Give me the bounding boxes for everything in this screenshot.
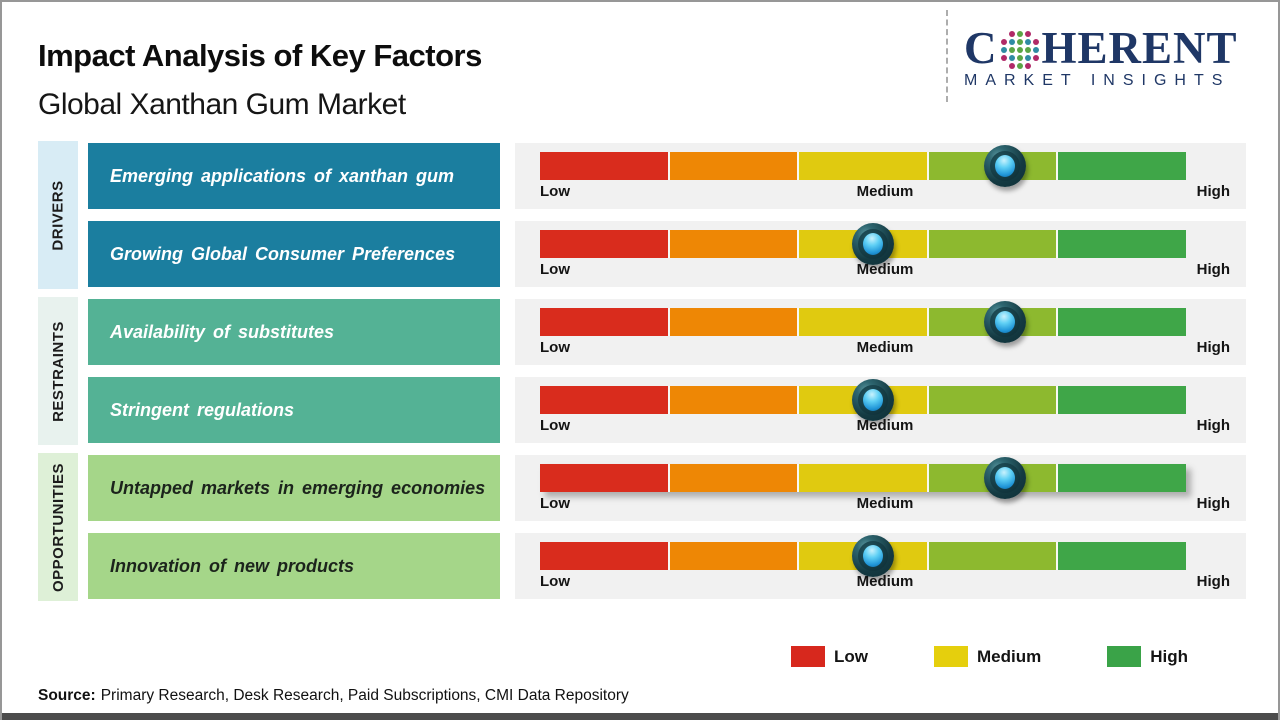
scale-label-medium: Medium xyxy=(856,573,914,590)
impact-scale-row: Low Medium High xyxy=(515,377,1246,443)
source-prefix: Source: xyxy=(38,687,96,704)
bar-segment xyxy=(928,230,1059,258)
impact-scale-row: Low Medium High xyxy=(515,533,1246,599)
impact-marker xyxy=(984,301,1027,343)
scale-label-medium: Medium xyxy=(856,183,914,200)
legend-label: Medium xyxy=(976,646,1042,666)
bar-segment xyxy=(669,542,800,570)
logo-letters-herent: HERENT xyxy=(1041,23,1238,73)
bottom-border-bar xyxy=(2,713,1278,720)
scale-label-high: High xyxy=(1196,261,1230,278)
scale-label-high: High xyxy=(1196,495,1230,512)
bar-segment xyxy=(928,386,1059,414)
logo-letter-c: C xyxy=(964,23,998,73)
bar-segment xyxy=(669,464,800,492)
scale-label-low: Low xyxy=(540,183,570,200)
source-text: Primary Research, Desk Research, Paid Su… xyxy=(100,687,629,704)
impact-scale-row: Low Medium High xyxy=(515,299,1246,365)
factor-box: Innovation of new products xyxy=(88,533,500,599)
legend-swatch xyxy=(933,646,968,667)
page-subtitle: Global Xanthan Gum Market xyxy=(38,88,406,121)
impact-gradient-bar xyxy=(540,308,1186,336)
impact-marker xyxy=(984,145,1027,187)
impact-marker xyxy=(851,535,894,577)
legend-item-high: High xyxy=(1107,646,1188,667)
legend-label: High xyxy=(1150,646,1188,666)
impact-scale-row: Low Medium High xyxy=(515,143,1246,209)
bar-segment xyxy=(540,464,670,492)
scale-label-medium: Medium xyxy=(856,339,914,356)
impact-gradient-bar xyxy=(540,152,1186,180)
bar-segment xyxy=(1058,542,1186,570)
factor-box: Untapped markets in emerging economies xyxy=(88,455,500,521)
bar-segment xyxy=(540,542,670,570)
scale-label-high: High xyxy=(1196,339,1230,356)
category-label-restraints: RESTRAINTS xyxy=(38,297,78,445)
bar-segment xyxy=(799,152,929,180)
logo-tagline: MARKET INSIGHTS xyxy=(964,72,1231,89)
bar-segment xyxy=(799,464,929,492)
scale-label-low: Low xyxy=(540,573,570,590)
logo-dots-icon xyxy=(1000,30,1039,69)
scale-label-medium: Medium xyxy=(856,495,914,512)
scale-label-medium: Medium xyxy=(856,261,914,278)
bar-segment xyxy=(799,308,929,336)
factor-box: Emerging applications of xanthan gum xyxy=(88,143,500,209)
scale-label-low: Low xyxy=(540,417,570,434)
legend-item-low: Low xyxy=(790,646,868,667)
impact-gradient-bar xyxy=(540,464,1186,492)
legend-swatch xyxy=(790,646,825,667)
impact-marker xyxy=(851,223,894,265)
scale-label-medium: Medium xyxy=(856,417,914,434)
page-title: Impact Analysis of Key Factors xyxy=(38,38,482,73)
bar-segment xyxy=(1058,230,1186,258)
legend-swatch xyxy=(1107,646,1142,667)
category-label-drivers: DRIVERS xyxy=(38,141,78,289)
legend: Low Medium High xyxy=(790,646,1188,667)
logo-wordmark: C HERENT xyxy=(964,26,1264,71)
legend-label: Low xyxy=(833,646,868,666)
bar-segment xyxy=(669,152,800,180)
bar-segment xyxy=(1058,152,1186,180)
scale-label-high: High xyxy=(1196,573,1230,590)
bar-segment xyxy=(540,152,670,180)
bar-segment xyxy=(669,386,800,414)
bar-segment xyxy=(1058,386,1186,414)
category-label-text: OPPORTUNITIES xyxy=(49,462,67,592)
logo-divider xyxy=(946,10,948,102)
scale-label-low: Low xyxy=(540,261,570,278)
category-label-text: DRIVERS xyxy=(49,179,67,251)
bar-segment xyxy=(540,386,670,414)
impact-gradient-bar xyxy=(540,386,1186,414)
impact-marker xyxy=(851,379,894,421)
bar-segment xyxy=(540,308,670,336)
bar-segment xyxy=(1058,308,1186,336)
scale-label-high: High xyxy=(1196,183,1230,200)
legend-item-medium: Medium xyxy=(933,646,1042,667)
scale-label-low: Low xyxy=(540,495,570,512)
bar-segment xyxy=(1058,464,1186,492)
bar-segment xyxy=(669,230,800,258)
scale-label-low: Low xyxy=(540,339,570,356)
factor-box: Stringent regulations xyxy=(88,377,500,443)
impact-scale-row: Low Medium High xyxy=(515,455,1246,521)
impact-scale-row: Low Medium High xyxy=(515,221,1246,287)
factor-box: Growing Global Consumer Preferences xyxy=(88,221,500,287)
category-label-text: RESTRAINTS xyxy=(49,320,67,422)
source-note: Source:Primary Research, Desk Research, … xyxy=(38,687,629,705)
bar-segment xyxy=(928,542,1059,570)
category-label-opportunities: OPPORTUNITIES xyxy=(38,453,78,601)
factor-box: Availability of substitutes xyxy=(88,299,500,365)
impact-chart: DRIVERS Emerging applications of xanthan … xyxy=(38,141,1248,607)
company-logo: C HERENT MARKET INSIGHTS xyxy=(964,26,1264,90)
impact-marker xyxy=(984,457,1027,499)
bar-segment xyxy=(669,308,800,336)
bar-segment xyxy=(540,230,670,258)
scale-label-high: High xyxy=(1196,417,1230,434)
